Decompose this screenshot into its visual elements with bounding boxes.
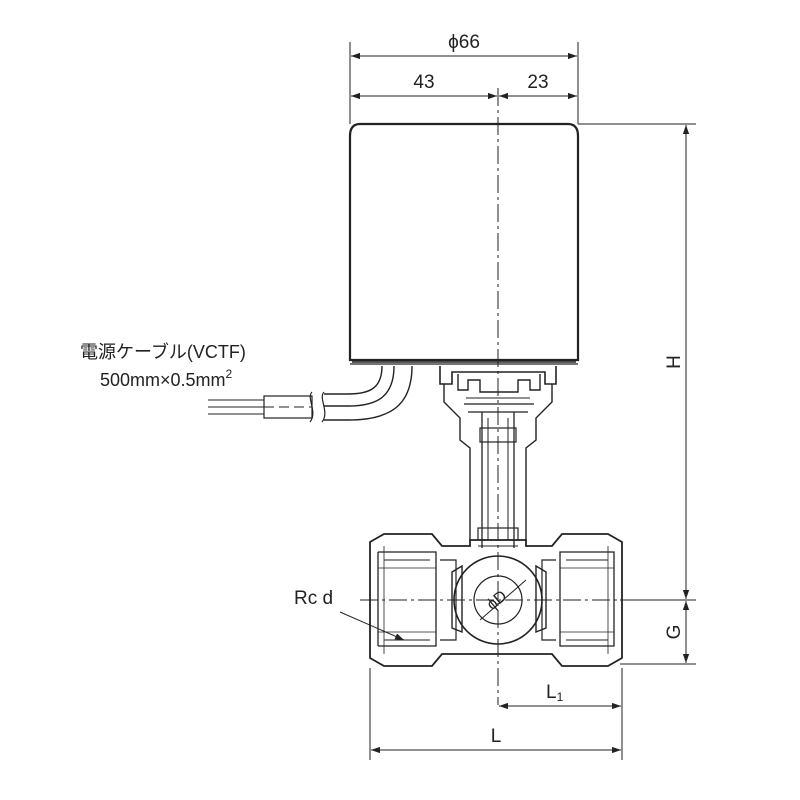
half-length-sub: 1	[557, 690, 564, 704]
dim-diameter: ϕ66	[349, 32, 579, 124]
length-label: L	[491, 726, 502, 747]
coupling-bracket	[439, 366, 557, 540]
diameter-label: ϕ66	[448, 32, 480, 53]
cable-spec-main: 500mm×0.5mm	[100, 370, 226, 390]
half-length-main: L	[546, 682, 557, 703]
right-width-label: 23	[527, 72, 548, 93]
half-length-label: L1	[546, 682, 564, 704]
valve-body	[369, 533, 623, 667]
dim-height: H G	[578, 123, 696, 665]
dim-length: L1 L	[369, 668, 623, 760]
cable-label: 電源ケーブル(VCTF)	[80, 341, 246, 362]
dim-widths: 43 23	[351, 72, 577, 100]
height-label: H	[664, 355, 685, 369]
valve-stem	[477, 412, 519, 548]
center-height-label: G	[664, 625, 685, 640]
thread-callout: Rc d	[294, 588, 405, 641]
left-width-label: 43	[413, 72, 434, 93]
actuator-housing	[348, 122, 580, 365]
cable-spec-sup: 2	[226, 367, 233, 381]
bore-label: ϕD	[484, 587, 511, 613]
power-cable	[208, 365, 413, 423]
cable-spec: 500mm×0.5mm2	[100, 367, 233, 390]
thread-label: Rc d	[294, 588, 333, 609]
